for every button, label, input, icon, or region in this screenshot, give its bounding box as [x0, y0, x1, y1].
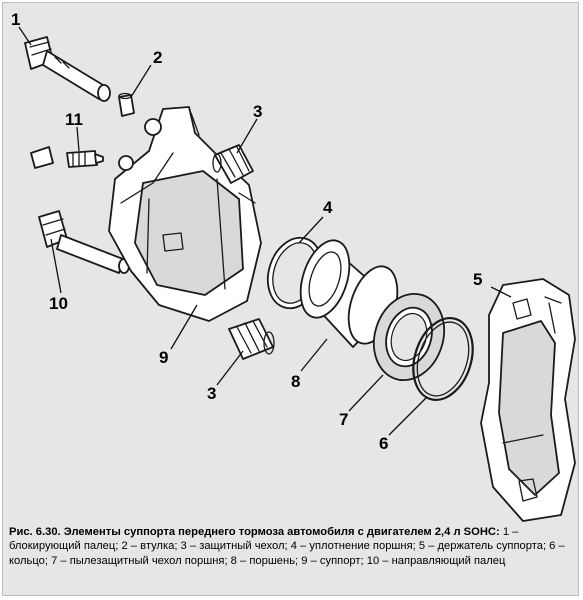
leader-10: [50, 238, 62, 294]
leader-5: [490, 286, 512, 298]
guide-pin: [38, 210, 130, 274]
caliper-exploded-diagram: 1 2 3 3 4 5 6 7 8 9 10 11: [3, 3, 580, 523]
leader-6: [388, 396, 428, 436]
callout-4: 4: [323, 198, 333, 217]
caliper-bracket: [480, 278, 576, 522]
leader-3b: [216, 350, 244, 386]
leader-7: [348, 374, 384, 412]
leader-4: [298, 216, 324, 244]
piston-dust-boot: [373, 292, 445, 382]
callout-7: 7: [339, 410, 348, 429]
callout-3-lower: 3: [207, 384, 216, 403]
retaining-ring: [412, 317, 474, 401]
leader-11: [76, 126, 80, 152]
caption-title: Рис. 6.30. Элементы суппорта переднего т…: [9, 526, 500, 538]
leader-8: [300, 338, 328, 372]
leader-lines: [18, 26, 512, 436]
figure-caption: Рис. 6.30. Элементы суппорта переднего т…: [9, 525, 575, 568]
callout-11: 11: [65, 110, 83, 129]
callout-2: 2: [153, 48, 162, 67]
callout-5: 5: [473, 270, 482, 289]
leader-1: [18, 26, 32, 46]
caption-legend: 1 – блокирующий палец; 2 – втулка; 3 – з…: [9, 526, 565, 567]
leader-9: [170, 304, 198, 350]
callout-10: 10: [49, 294, 68, 313]
leader-2: [130, 64, 152, 98]
figure-frame: 1 2 3 3 4 5 6 7 8 9 10 11 Рис. 6.30. Эле…: [2, 2, 579, 596]
bleeder-parts: [30, 146, 104, 169]
protective-boot-upper: [212, 144, 254, 184]
locking-pin: [24, 36, 111, 102]
piston: [299, 239, 399, 348]
caliper-body: [108, 106, 262, 322]
protective-boot-lower: [228, 318, 275, 360]
callout-9: 9: [159, 348, 168, 367]
leader-3a: [236, 118, 258, 154]
callout-3-upper: 3: [253, 102, 262, 121]
callout-1: 1: [11, 10, 20, 29]
callout-8: 8: [291, 372, 300, 391]
callout-6: 6: [379, 434, 388, 453]
